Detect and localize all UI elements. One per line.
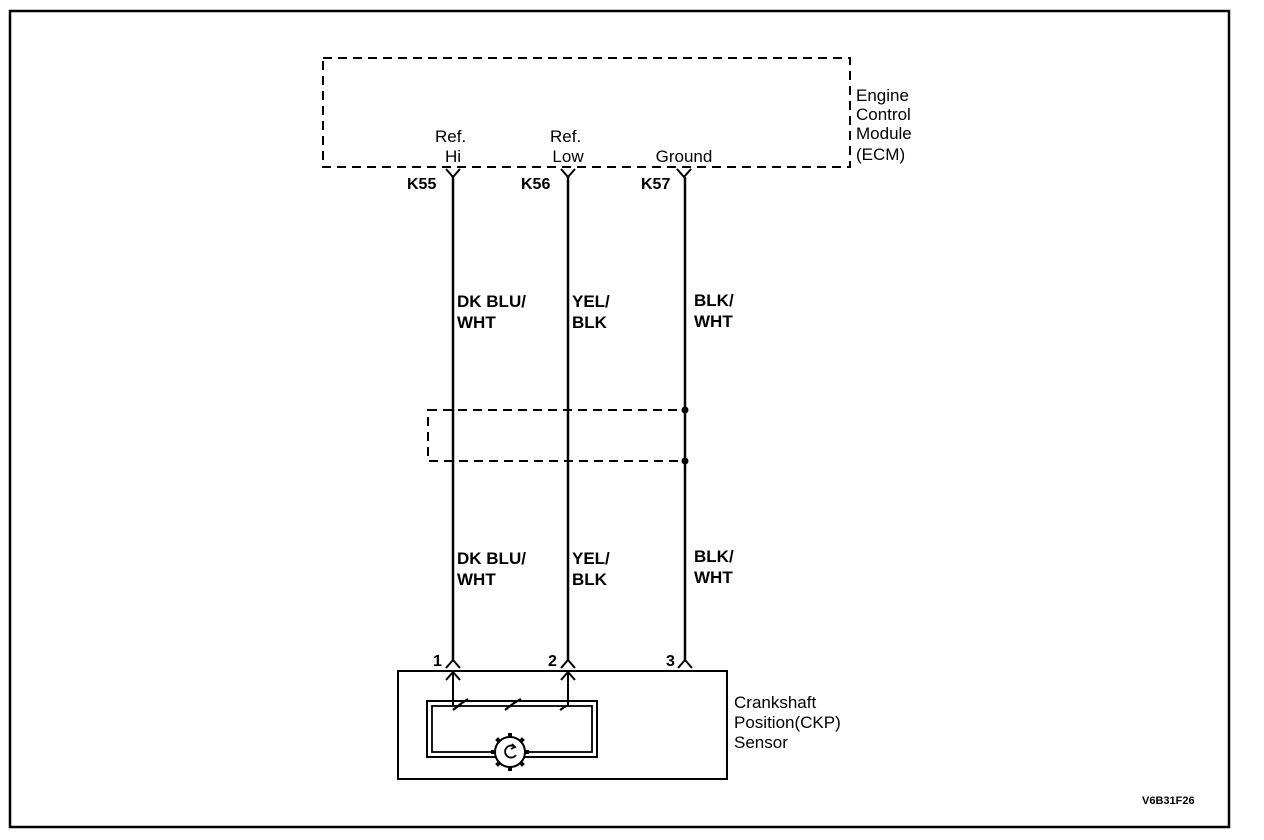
shield-box xyxy=(427,409,686,462)
reluctor-wheel-icon xyxy=(491,733,529,771)
wire-ground-color-upper: BLK/ WHT xyxy=(694,291,738,331)
ecm-box xyxy=(322,57,851,168)
ecm-connector-k56 xyxy=(560,168,576,179)
terminal-ref-hi-label: Ref. Hi xyxy=(435,127,471,166)
wire-ref-hi-color-lower: DK BLU/ WHT xyxy=(457,549,531,589)
sensor-connector-1 xyxy=(445,658,461,669)
terminal-ground-label: Ground xyxy=(656,147,713,166)
wire-ground-color-lower: BLK/ WHT xyxy=(694,547,738,587)
shield-splice-bottom xyxy=(681,457,689,465)
pin-k56: K56 xyxy=(521,176,550,193)
ecm-connector-k55 xyxy=(445,168,461,179)
sensor-arrow-2 xyxy=(560,670,576,681)
wire-ref-low-color-lower: YEL/ BLK xyxy=(572,549,615,589)
wire-ref-low-color-upper: YEL/ BLK xyxy=(572,292,615,332)
sensor-pin-1: 1 xyxy=(433,653,442,670)
sensor-pin-2: 2 xyxy=(548,653,557,670)
sensor-pin-3: 3 xyxy=(666,653,675,670)
ckp-sensor-box xyxy=(397,670,728,780)
ecm-name: Engine Control Module (ECM) xyxy=(856,86,917,164)
sensor-coil xyxy=(452,698,567,711)
wire-ref-hi-color-upper: DK BLU/ WHT xyxy=(457,292,531,332)
ecm-connector-k57 xyxy=(676,168,692,179)
pin-k55: K55 xyxy=(407,176,436,193)
terminal-ref-low-label: Ref. Low xyxy=(550,127,586,166)
sensor-connector-2 xyxy=(560,658,576,669)
pin-k57: K57 xyxy=(641,176,670,193)
ckp-sensor-name: Crankshaft Position(CKP) Sensor xyxy=(734,693,846,752)
sensor-arrow-1 xyxy=(445,670,461,681)
diagram-frame xyxy=(8,9,1231,829)
figure-code: V6B31F26 xyxy=(1142,795,1195,807)
sensor-connector-3 xyxy=(677,658,693,669)
shield-splice-top xyxy=(681,406,689,414)
